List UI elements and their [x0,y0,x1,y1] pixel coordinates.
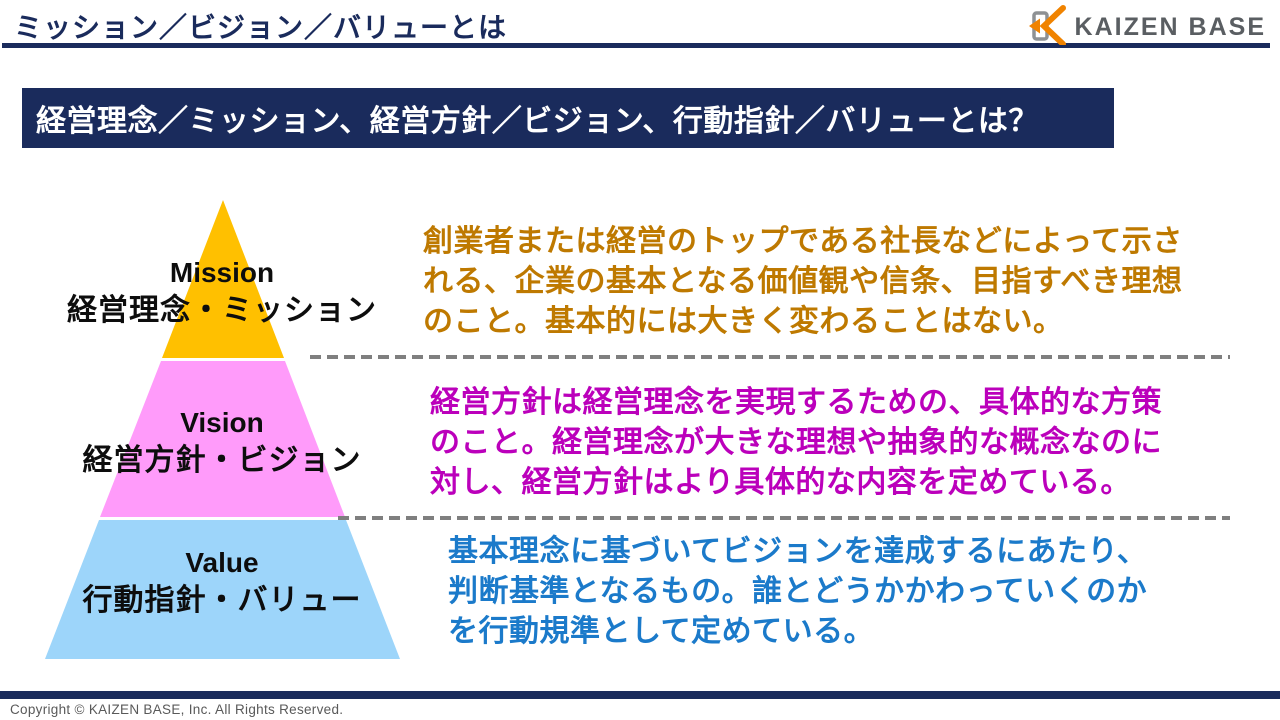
vision-label-en: Vision [180,407,264,438]
footer-divider [0,691,1280,699]
pyramid-label-vision: Vision 経営方針・ビジョン [0,407,444,477]
vision-description-line: のこと。経営理念が大きな理想や抽象的な概念なのに [430,426,1162,459]
kaizen-base-logo-text: KAIZEN BASE [1074,13,1266,41]
dashed-separator-mission-vision [310,355,1230,359]
vision-description-line: 対し、経営方針はより具体的な内容を定めている。 [430,466,1131,499]
pyramid-value-layer [45,520,400,659]
page-title: ミッション／ビジョン／バリューとは [14,12,508,43]
value-description-line: を行動規準として定めている。 [448,615,875,648]
dashed-separator-vision-value [338,516,1230,520]
vision-description: 経営方針は経営理念を実現するための、具体的な方策 のこと。経営理念が大きな理想や… [430,383,1162,503]
pyramid-mission-layer [162,200,284,358]
kaizen-base-logo-icon [1027,5,1069,50]
pyramid-vision-layer [100,361,345,517]
pyramid-label-value: Value 行動指針・バリュー [0,547,444,617]
kaizen-base-logo: KAIZEN BASE [1027,5,1266,50]
header-divider [2,43,1270,48]
mission-description: 創業者または経営のトップである社長などによって示さ れる、企業の基本となる価値観… [423,222,1183,342]
pyramid-diagram [45,200,400,659]
value-label-jp: 行動指針・バリュー [82,583,362,617]
mission-label-en: Mission [169,257,275,288]
value-description: 基本理念に基づいてビジョンを達成するにあたり、 判断基準となるもの。誰とどうかか… [448,532,1147,652]
value-label-en: Value [185,547,259,578]
pyramid-label-mission: Mission 経営理念・ミッション [0,257,444,327]
section-banner: 経営理念／ミッション、経営方針／ビジョン、行動指針／バリューとは？ [22,88,1114,148]
vision-description-line: 経営方針は経営理念を実現するための、具体的な方策 [430,386,1162,419]
mission-description-line: のこと。基本的には大きく変わることはない。 [423,305,1064,338]
value-description-line: 基本理念に基づいてビジョンを達成するにあたり、 [448,535,1148,568]
section-banner-text: 経営理念／ミッション、経営方針／ビジョン、行動指針／バリューとは？ [36,105,1039,138]
copyright-text: Copyright © KAIZEN BASE, Inc. All Rights… [10,702,344,717]
value-description-line: 判断基準となるもの。誰とどうかかわっていくのか [448,575,1148,608]
mission-label-jp: 経営理念・ミッション [67,293,377,327]
mission-description-line: 創業者または経営のトップである社長などによって示さ [423,225,1183,258]
mission-description-line: れる、企業の基本となる価値観や信条、目指すべき理想 [423,265,1183,298]
vision-label-jp: 経営方針・ビジョン [82,443,362,477]
